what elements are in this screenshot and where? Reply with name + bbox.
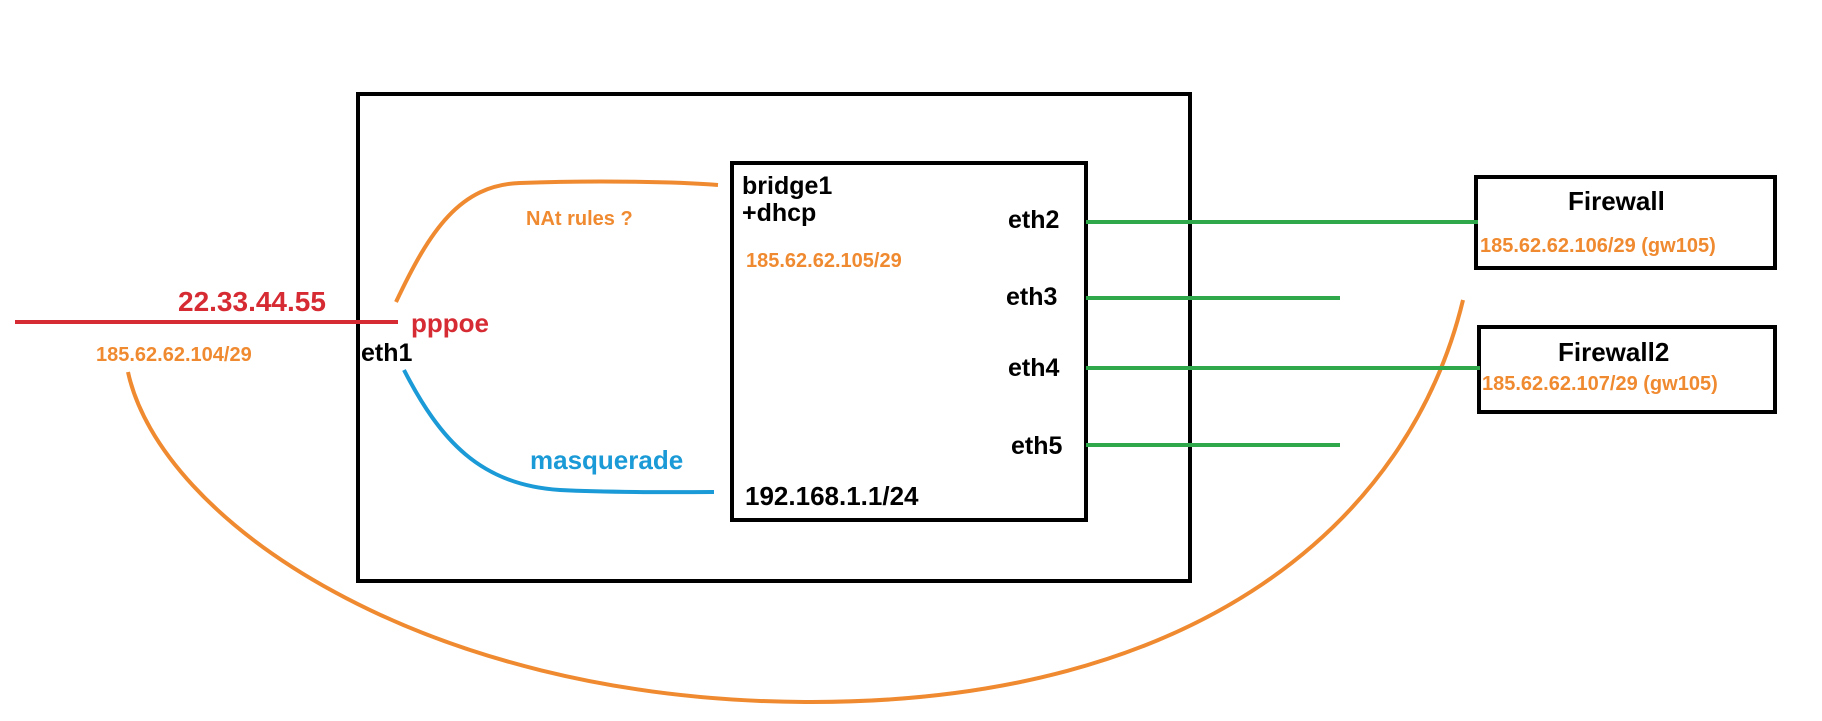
public-subnet-arc [126,299,1465,705]
firewall1-ip: 185.62.62.106/29 (gw105) [1480,235,1716,257]
port-eth3-label: eth3 [1006,283,1058,311]
firewall2-title: Firewall2 [1558,337,1670,367]
bridge-name-label: bridge1 [742,172,833,200]
firewall2-ip: 185.62.62.107/29 (gw105) [1482,373,1718,395]
bridge-lan-ip-label: 192.168.1.1/24 [745,481,919,511]
firewall1-title: Firewall [1568,186,1665,216]
router-box [356,92,1192,583]
pppoe-label: pppoe [411,308,489,338]
bridge-public-ip-label: 185.62.62.105/29 [746,250,902,272]
eth1-label: eth1 [361,339,413,367]
wan-subnet-label: 185.62.62.104/29 [96,344,252,366]
bridge-dhcp-label: +dhcp [742,199,817,227]
port-eth5-label: eth5 [1011,432,1063,460]
bridge-box [730,161,1088,522]
masquerade-label: masquerade [530,445,684,475]
nat-rules-label: NAt rules ? [526,208,633,230]
nat-rules-curve [394,179,719,303]
port-eth4-label: eth4 [1008,354,1060,382]
public-ip-label: 22.33.44.55 [178,286,326,317]
masquerade-curve [402,369,715,495]
port-eth2-label: eth2 [1008,206,1060,234]
